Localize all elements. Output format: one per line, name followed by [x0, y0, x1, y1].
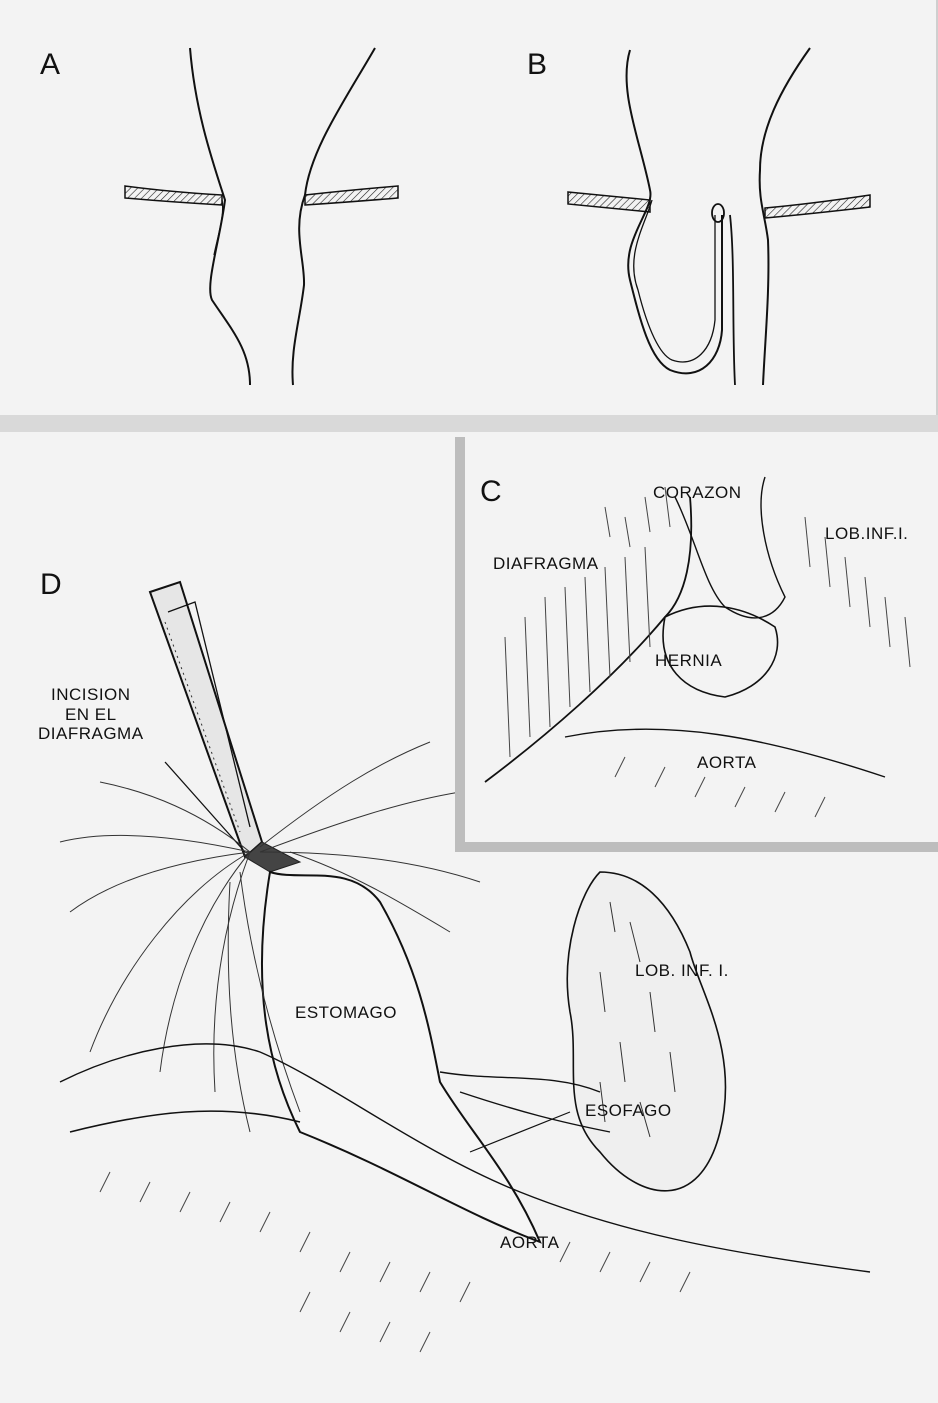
- panel-ab: A B: [0, 0, 938, 415]
- aorta-label-c: AORTA: [697, 754, 757, 771]
- scalpel: [150, 582, 262, 857]
- panel-c: C CORAZON LOB.INF.I. DIAFRAGMA HERNIA AO…: [455, 437, 938, 852]
- hernia-opening-b: [712, 204, 724, 222]
- esophagus-diagrams: [0, 0, 938, 415]
- stomach-outline: [262, 872, 540, 1242]
- incision-label-line2: EN EL: [38, 705, 144, 725]
- diaphragm-left-b: [568, 192, 650, 212]
- panel-letter-c: C: [480, 477, 502, 507]
- hernia-label-c: HERNIA: [655, 652, 722, 669]
- panel-letter-b: B: [527, 50, 548, 80]
- esophagus-left-wall-a: [190, 48, 250, 385]
- panel-letter-a: A: [40, 50, 61, 80]
- corazon-label: CORAZON: [653, 484, 742, 501]
- floor-hatching: [100, 1172, 690, 1352]
- diafragma-label-c: DIAFRAGMA: [493, 555, 599, 572]
- panel-letter-d: D: [40, 570, 62, 600]
- lob-inf-label-d: LOB. INF. I.: [635, 962, 729, 979]
- diaphragm-left-a: [125, 186, 222, 205]
- aorta-label-d: AORTA: [500, 1234, 560, 1251]
- lob-inf-label-c: LOB.INF.I.: [825, 525, 908, 542]
- diaphragm-right-a: [305, 186, 398, 205]
- incision-label-line1: INCISION: [38, 685, 144, 705]
- incision-label: INCISION EN EL DIAFRAGMA: [38, 685, 144, 744]
- esofago-label: ESOFAGO: [585, 1102, 672, 1119]
- diaphragm-right-b: [765, 195, 870, 218]
- lung-lobe: [567, 872, 725, 1191]
- incision-label-line3: DIAFRAGMA: [38, 724, 144, 744]
- estomago-label: ESTOMAGO: [295, 1004, 397, 1021]
- esophagus-right-wall-a: [292, 48, 375, 385]
- esophagus-inner-wall-b: [730, 215, 735, 385]
